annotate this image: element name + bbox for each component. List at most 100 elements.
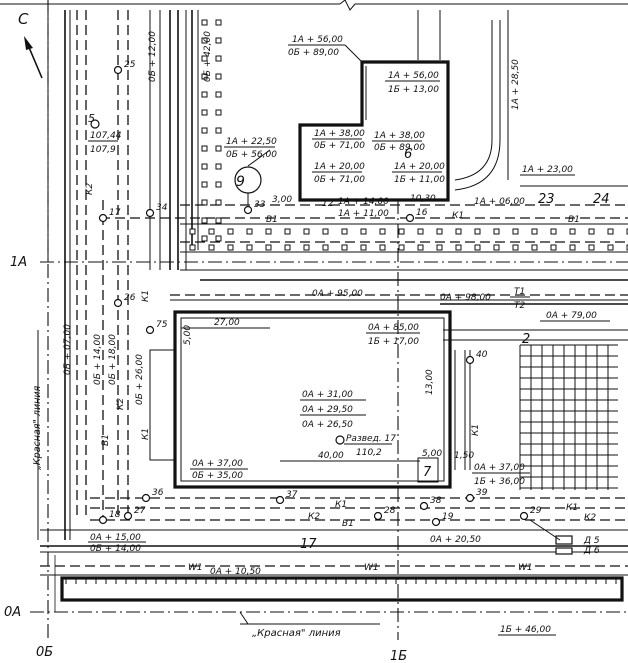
band-marker — [474, 228, 481, 235]
c-0a29: 0А + 29,50 — [302, 405, 353, 415]
band-marker — [341, 244, 348, 251]
building-6-label: 6 — [404, 147, 412, 162]
building-7-label: 7 — [423, 465, 432, 480]
band-marker — [607, 244, 614, 251]
well-marker — [373, 511, 383, 521]
net-k2-bot: К2 — [308, 512, 320, 522]
well-marker — [465, 493, 475, 503]
c-0b35: 0Б + 35,00 — [192, 471, 243, 481]
band-marker — [227, 228, 234, 235]
axis-1a: 1А — [10, 255, 27, 270]
well-marker — [431, 517, 441, 527]
plaza-marker — [201, 37, 208, 44]
well-marker — [123, 511, 133, 521]
c-0b89b: 0Б + 89,00 — [374, 143, 425, 153]
band-marker — [550, 244, 557, 251]
plaza-marker — [215, 91, 222, 98]
plaza-marker — [201, 199, 208, 206]
well-marker — [113, 298, 123, 308]
band-marker — [588, 228, 595, 235]
c-1a20a: 1А + 20,00 — [314, 162, 365, 172]
well-marker — [145, 208, 155, 218]
band-marker — [246, 228, 253, 235]
elev-2: 107,9 — [90, 145, 116, 155]
red-line-bottom: „Красная" линия — [252, 628, 341, 639]
elev-1: 107,44 — [90, 131, 122, 141]
north-label: С — [18, 10, 29, 28]
c-0b18: 0Б + 18,00 — [108, 334, 118, 385]
c-0a10: 0А + 10,50 — [210, 567, 261, 577]
plaza-marker — [215, 73, 222, 80]
band-marker — [398, 228, 405, 235]
d-4000: 40,00 — [318, 451, 344, 461]
plaza-marker — [201, 163, 208, 170]
well-label: 40 — [476, 350, 488, 360]
building-9-label: 9 — [236, 174, 245, 190]
c-0a20: 0А + 20,50 — [430, 535, 481, 545]
c-0b71b: 0Б + 71,00 — [314, 175, 365, 185]
well-marker — [98, 213, 108, 223]
razv-val: 110,2 — [356, 448, 382, 458]
c-0b42: 0Б + 42,00 — [203, 31, 213, 82]
band-marker — [455, 244, 462, 251]
band-marker — [341, 228, 348, 235]
band-marker — [208, 244, 215, 251]
c-1b13: 1Б + 13,00 — [388, 85, 439, 95]
well-label: 19 — [442, 512, 454, 522]
net-w1-a: W1 — [188, 563, 203, 573]
net-k1-bot: К1 — [335, 500, 347, 510]
c-0a79: 0А + 79,00 — [546, 311, 597, 321]
c-1a11: 1А + 11,00 — [338, 209, 389, 219]
net-k1-left: К1 — [141, 290, 151, 302]
c-1b36: 1Б + 36,00 — [474, 477, 525, 487]
plaza-marker — [201, 109, 208, 116]
building-6 — [298, 60, 450, 202]
well-marker — [405, 213, 415, 223]
main-building — [149, 310, 628, 489]
c-0a15: 0А + 15,00 — [90, 533, 141, 543]
well-label: 38 — [430, 496, 442, 506]
left-network-lines — [37, 10, 187, 540]
well-label: 26 — [124, 293, 136, 303]
band-marker — [531, 228, 538, 235]
band-marker — [284, 228, 291, 235]
band-marker — [493, 228, 500, 235]
plaza-area — [191, 10, 222, 250]
c-1a22: 1А + 22,50 — [226, 137, 277, 147]
band-marker — [512, 228, 519, 235]
band-marker — [284, 244, 291, 251]
net-k2-mid: К2 — [116, 398, 126, 410]
plaza-marker — [201, 145, 208, 152]
net-w1-c: W1 — [518, 563, 533, 573]
band-marker — [189, 244, 196, 251]
well-marker — [113, 65, 123, 75]
plaza-marker — [215, 109, 222, 116]
well-marker — [98, 515, 108, 525]
plaza-marker — [215, 217, 222, 224]
plaza-marker — [201, 127, 208, 134]
well-label: 39 — [476, 488, 488, 498]
net-t2: Т2 — [514, 301, 525, 311]
band-marker — [360, 228, 367, 235]
c-1a28: 1А + 28,50 — [511, 59, 521, 110]
razv-label: Развед. 17 — [346, 434, 396, 444]
plaza-marker — [215, 181, 222, 188]
band-marker — [265, 228, 272, 235]
well-marker — [141, 493, 151, 503]
num-17: 17 — [300, 537, 317, 552]
well-label: 27 — [134, 506, 146, 516]
net-k2-r2: К2 — [584, 513, 596, 523]
c-0a37a: 0А + 37,00 — [192, 459, 243, 469]
plaza-marker — [215, 37, 222, 44]
band-marker — [569, 244, 576, 251]
net-k2-left: К2 — [85, 183, 95, 195]
net-d6: Д 6 — [583, 546, 600, 556]
d-1030: 10,30 — [410, 194, 436, 204]
plaza-marker — [201, 73, 208, 80]
net-12: 12 — [322, 199, 334, 209]
net-k1-right: К1 — [471, 424, 481, 436]
band-marker — [265, 244, 272, 251]
well-marker — [275, 495, 285, 505]
